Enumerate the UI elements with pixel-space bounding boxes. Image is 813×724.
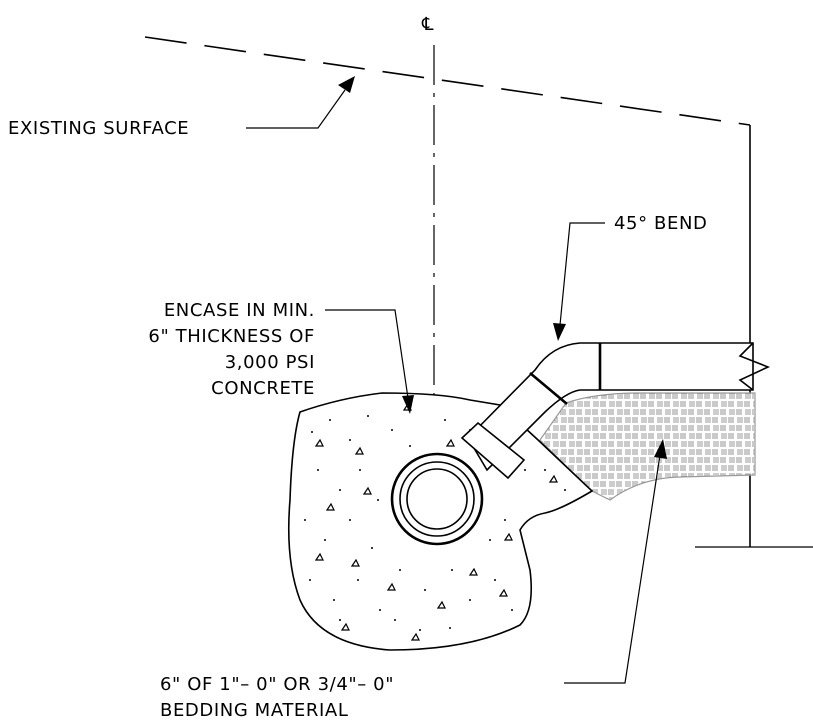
concrete-stipple xyxy=(304,415,566,631)
existing-surface-label: EXISTING SURFACE xyxy=(8,118,189,139)
existing-surface-leader xyxy=(246,89,346,129)
bedding-material xyxy=(539,392,756,501)
encase-arrow xyxy=(402,395,414,414)
encase-label-line3: 3,000 PSI xyxy=(225,352,315,373)
encase-label-line2: 6" THICKNESS OF xyxy=(148,326,315,347)
centerline-symbol: ℄ xyxy=(421,14,434,35)
bend-label: 45° BEND xyxy=(614,213,707,234)
existing-surface-arrow xyxy=(338,76,355,93)
bedding-leader xyxy=(564,454,661,684)
encase-label-line1: ENCASE IN MIN. xyxy=(164,300,315,321)
bend-leader xyxy=(559,222,605,326)
existing-surface-line xyxy=(144,36,751,126)
pipe-coupling xyxy=(460,421,526,480)
bedding-label-line1: 6" OF 1"– 0" OR 3/4"– 0" xyxy=(160,674,394,695)
encase-leader xyxy=(325,309,409,399)
bedding-arrow xyxy=(654,439,667,459)
bedding-label-line2: BEDDING MATERIAL xyxy=(160,700,348,721)
wall-break xyxy=(738,342,771,391)
bend-arrow xyxy=(553,323,566,341)
pipe-inner xyxy=(406,468,468,530)
encase-label-line4: CONCRETE xyxy=(211,378,315,399)
pipe-joint-diagonal xyxy=(529,372,568,405)
concrete-aggregate xyxy=(314,402,558,641)
